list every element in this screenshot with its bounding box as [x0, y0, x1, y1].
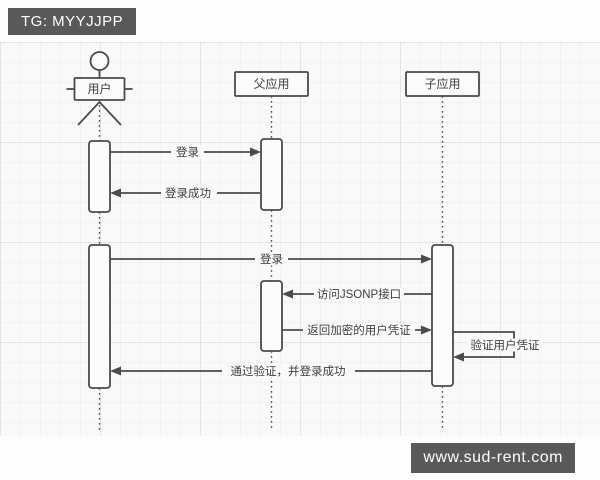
actor-user — [66, 51, 133, 126]
message-label-bg — [467, 338, 543, 352]
message-login-to-parent: 登录 — [110, 145, 261, 159]
actor-head-icon — [89, 51, 110, 71]
watermark-badge-top-left: TG: MYYJJPP — [8, 8, 137, 35]
lifeline-label-parent-app: 父应用 — [253, 76, 289, 91]
arrowhead-left-icon — [110, 188, 121, 198]
arrowhead-right-icon — [421, 254, 432, 264]
activation-parent-2 — [260, 280, 283, 352]
message-label-bg — [171, 145, 204, 159]
watermark-site-url: www.sud-rent.com — [411, 443, 575, 473]
actor-leg-left — [77, 101, 101, 126]
message-jsonp-request: 访问JSONP接口 — [282, 287, 432, 301]
arrowhead-left-icon — [282, 289, 293, 299]
lifeline-label-child-app: 子应用 — [424, 76, 460, 91]
message-label: 访问JSONP接口 — [317, 288, 401, 301]
message-label-bg — [255, 252, 288, 266]
message-return-credential: 返回加密的用户凭证 — [282, 323, 432, 337]
message-label-bg — [161, 186, 217, 200]
message-verify-credential-self: 验证用户凭证 — [453, 331, 543, 362]
activation-user-2 — [88, 244, 111, 389]
arrowhead-left-icon — [453, 352, 464, 362]
arrowhead-right-icon — [421, 325, 432, 335]
message-label: 登录 — [260, 252, 283, 266]
actor-leg-right — [98, 101, 122, 126]
activation-child-1 — [431, 244, 454, 387]
message-label-bg — [222, 364, 355, 378]
message-label: 验证用户凭证 — [471, 338, 540, 352]
message-label-bg — [303, 323, 415, 337]
arrowhead-right-icon — [250, 147, 261, 157]
message-verified-login-success: 通过验证，并登录成功 — [110, 364, 432, 378]
message-label: 登录 — [176, 145, 199, 159]
lifeline-head-parent-app — [234, 71, 309, 97]
message-label-bg — [314, 287, 404, 301]
lifeline-head-child-app — [405, 71, 480, 97]
actor-name-box — [73, 77, 126, 101]
message-label: 登录成功 — [165, 186, 211, 200]
message-login-success: 登录成功 — [110, 186, 261, 200]
lifeline-label-user: 用户 — [87, 81, 111, 96]
activation-parent-1 — [260, 138, 283, 211]
activation-user-1 — [88, 140, 111, 213]
message-label: 返回加密的用户凭证 — [307, 323, 411, 337]
message-label: 通过验证，并登录成功 — [231, 364, 346, 378]
message-login-to-child: 登录 — [110, 252, 432, 266]
arrowhead-left-icon — [110, 366, 121, 376]
